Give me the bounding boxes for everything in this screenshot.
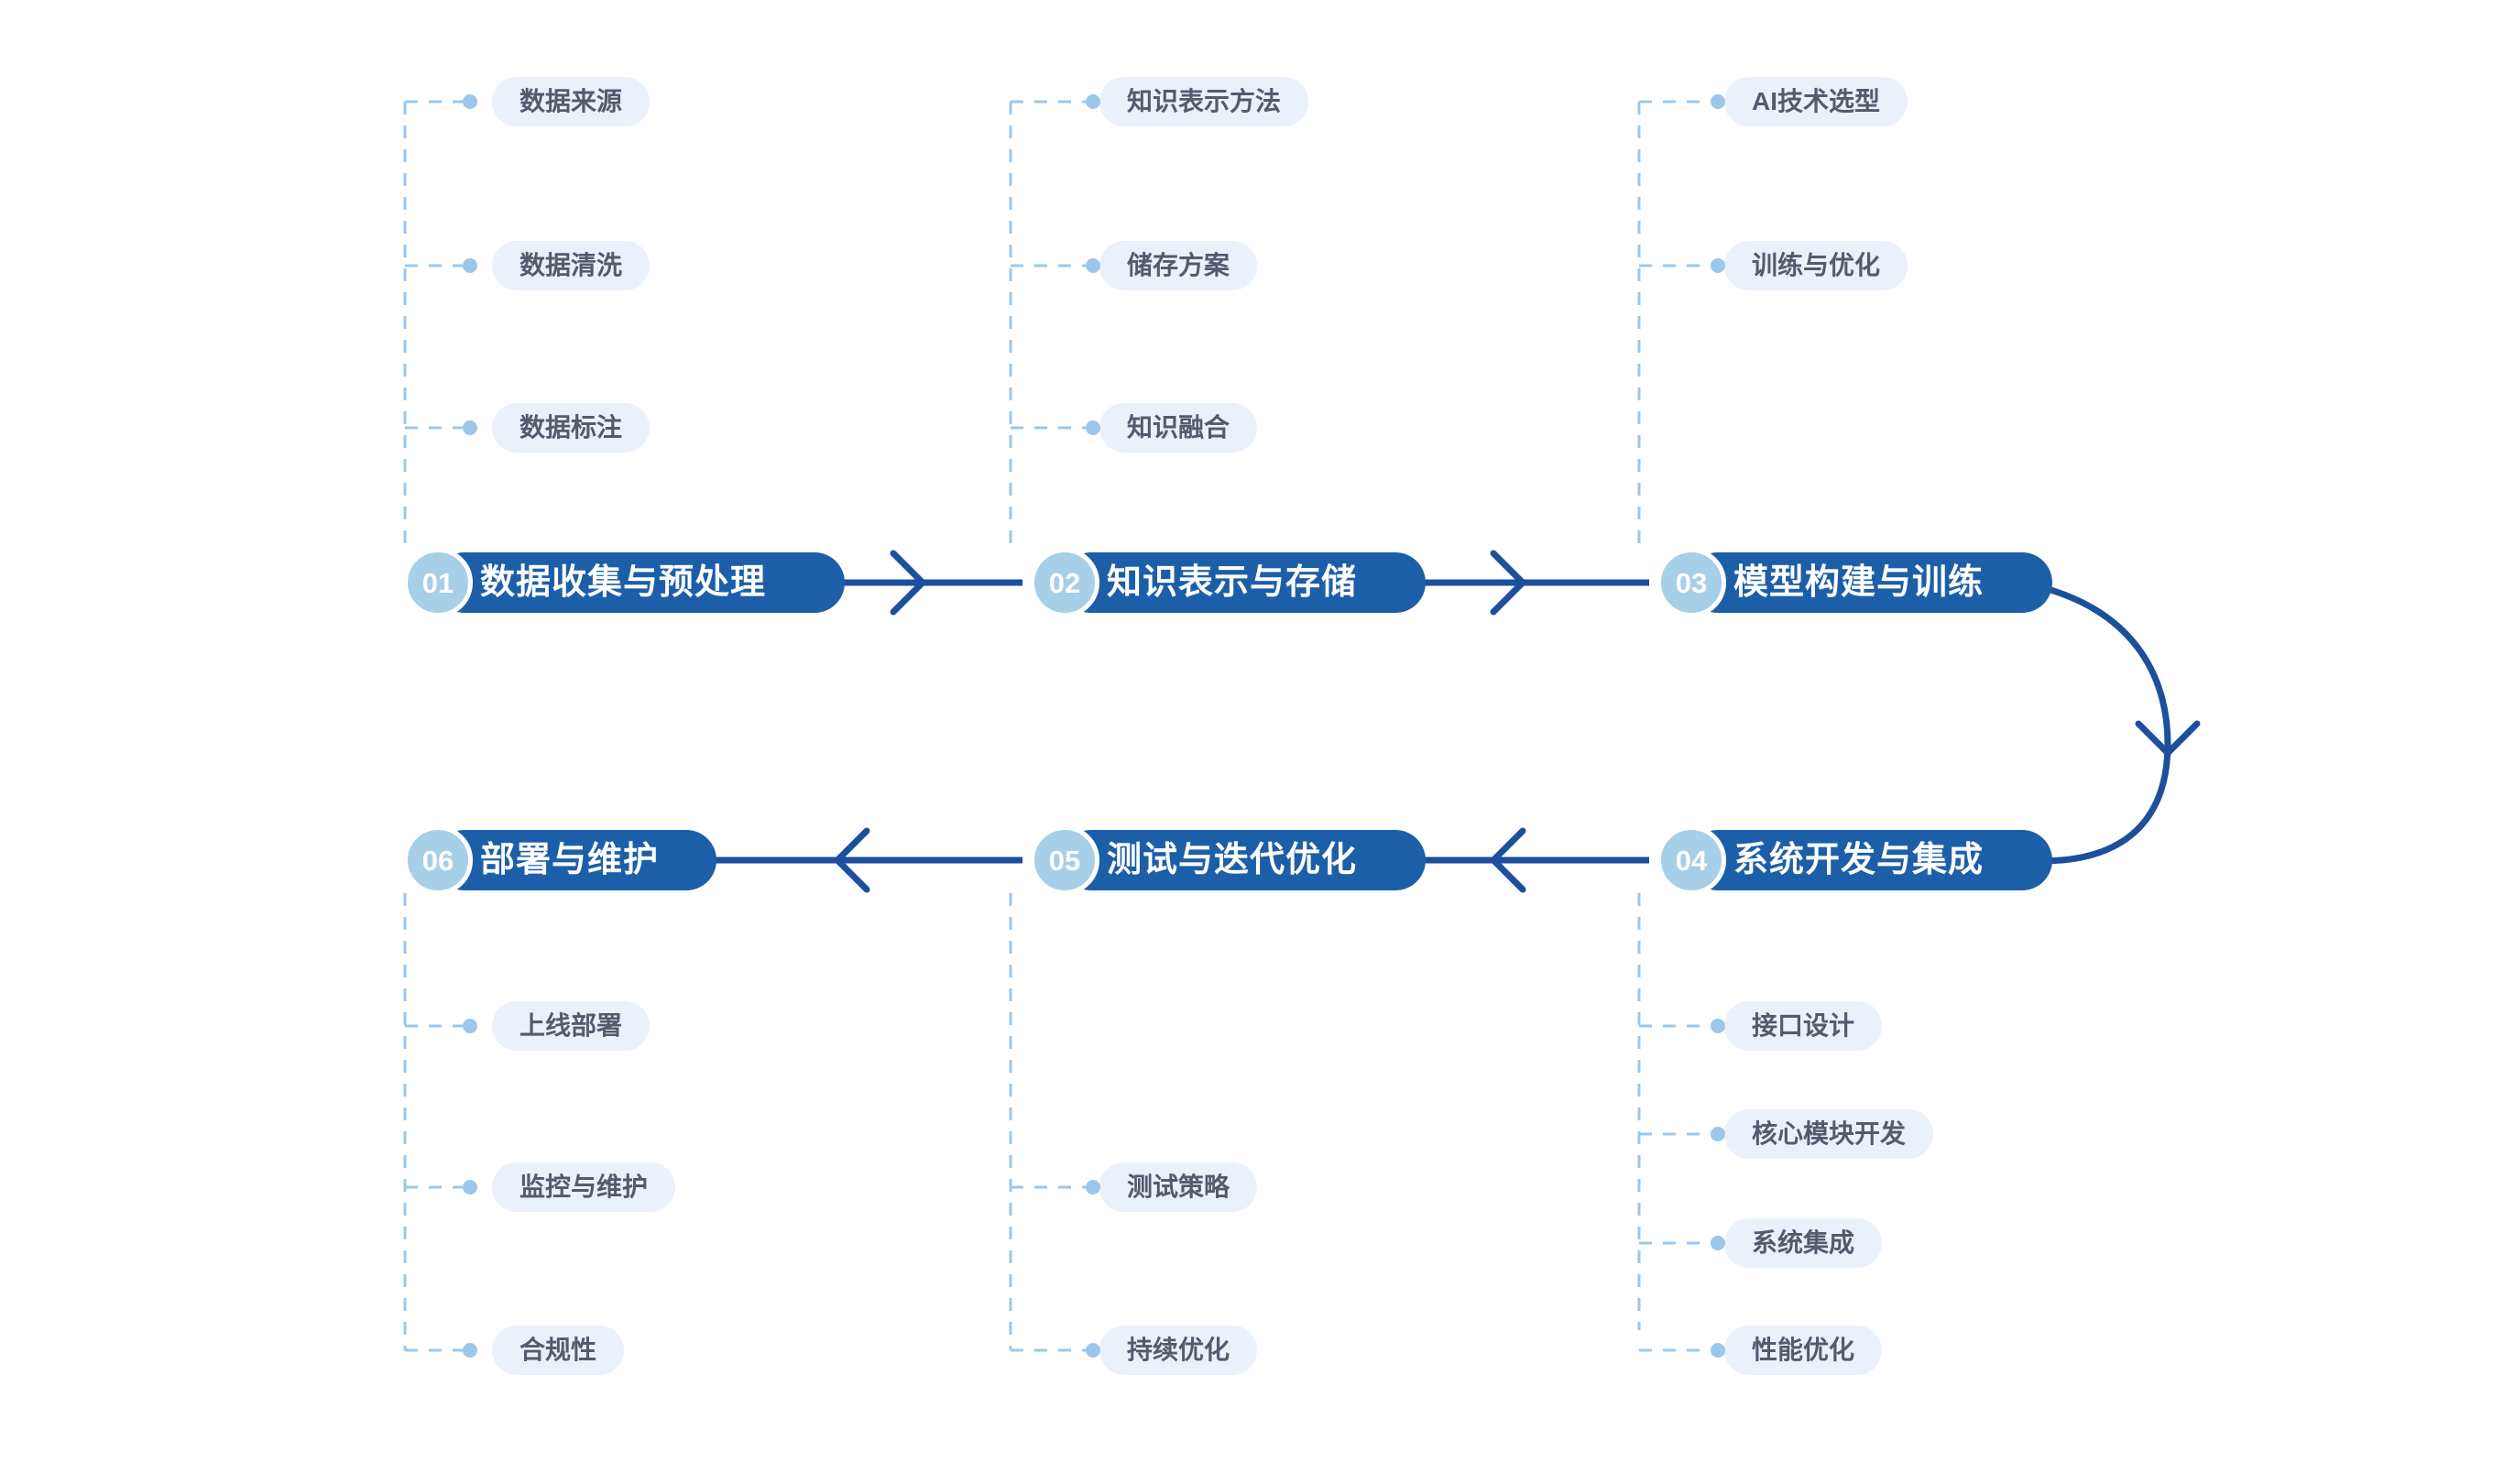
branch-lines-stage-02 bbox=[1009, 100, 1095, 550]
sub-item-label: 上线部署 bbox=[519, 1011, 623, 1040]
arrow-02-to-03 bbox=[1400, 550, 1649, 616]
branch-lines-stage-06 bbox=[403, 893, 472, 1352]
sub-item-02-0[interactable]: 知识表示方法 bbox=[1099, 77, 1309, 126]
stage-bar-04[interactable]: 系统开发与集成 bbox=[1688, 830, 2052, 890]
stage-number-06: 06 bbox=[421, 844, 454, 877]
sub-item-04-1[interactable]: 核心模块开发 bbox=[1724, 1109, 1934, 1159]
sub-dot-03-1 bbox=[1711, 258, 1725, 273]
sub-dot-02-1 bbox=[1086, 258, 1100, 273]
branch-lines-stage-01 bbox=[403, 100, 472, 550]
stage-bar-01[interactable]: 数据收集与预处理 bbox=[434, 552, 845, 613]
sub-dot-02-0 bbox=[1086, 94, 1100, 109]
sub-item-label: 合规性 bbox=[519, 1336, 597, 1364]
sub-item-03-1[interactable]: 训练与优化 bbox=[1724, 241, 1908, 290]
sub-item-label: 性能优化 bbox=[1752, 1336, 1855, 1364]
stage-label-06: 部署与维护 bbox=[480, 841, 660, 879]
arrow-03-to-04 bbox=[2017, 579, 2201, 865]
sub-dot-01-0 bbox=[463, 94, 477, 109]
branch-lines-stage-05 bbox=[1009, 893, 1095, 1352]
sub-item-06-1[interactable]: 监控与维护 bbox=[492, 1162, 676, 1212]
sub-item-label: 测试策略 bbox=[1127, 1173, 1230, 1201]
sub-item-05-0[interactable]: 测试策略 bbox=[1099, 1162, 1258, 1212]
sub-item-05-1[interactable]: 持续优化 bbox=[1099, 1326, 1258, 1375]
stage-bar-02[interactable]: 知识表示与存储 bbox=[1061, 552, 1426, 613]
arrow-04-to-05 bbox=[1400, 827, 1649, 893]
sub-dot-05-0 bbox=[1086, 1180, 1100, 1195]
sub-item-label: 接口设计 bbox=[1752, 1011, 1855, 1040]
stage-bar-03[interactable]: 模型构建与训练 bbox=[1688, 552, 2052, 613]
sub-item-label: 数据标注 bbox=[519, 413, 623, 442]
branch-lines-stage-03 bbox=[1637, 100, 1720, 550]
sub-item-04-0[interactable]: 接口设计 bbox=[1724, 1001, 1883, 1051]
sub-dot-01-1 bbox=[463, 258, 477, 273]
sub-item-04-2[interactable]: 系统集成 bbox=[1724, 1218, 1883, 1268]
stage-number-04: 04 bbox=[1675, 844, 1708, 877]
sub-item-label: 训练与优化 bbox=[1752, 251, 1881, 279]
sub-item-label: AI技术选型 bbox=[1752, 87, 1881, 115]
sub-item-06-0[interactable]: 上线部署 bbox=[492, 1001, 651, 1051]
stage-number-03: 03 bbox=[1675, 566, 1708, 599]
sub-dot-01-2 bbox=[463, 420, 477, 435]
sub-item-label: 系统集成 bbox=[1752, 1228, 1855, 1257]
sub-item-04-3[interactable]: 性能优化 bbox=[1724, 1326, 1883, 1375]
sub-item-03-0[interactable]: AI技术选型 bbox=[1724, 77, 1908, 126]
sub-dot-06-1 bbox=[463, 1180, 477, 1195]
sub-item-06-2[interactable]: 合规性 bbox=[492, 1326, 625, 1375]
stage-label-05: 测试与迭代优化 bbox=[1107, 841, 1358, 879]
sub-item-label: 数据清洗 bbox=[519, 251, 623, 279]
sub-dot-04-2 bbox=[1711, 1236, 1725, 1250]
sub-item-01-1[interactable]: 数据清洗 bbox=[492, 241, 651, 290]
sub-dot-06-0 bbox=[463, 1019, 477, 1033]
sub-dot-04-3 bbox=[1711, 1343, 1725, 1358]
sub-dot-03-0 bbox=[1711, 94, 1725, 109]
stage-number-05: 05 bbox=[1048, 844, 1081, 877]
sub-item-label: 数据来源 bbox=[519, 87, 623, 115]
sub-dot-04-1 bbox=[1711, 1127, 1725, 1141]
stage-number-01: 01 bbox=[421, 566, 454, 599]
arrow-01-to-02 bbox=[818, 550, 1022, 616]
stage-bar-05[interactable]: 测试与迭代优化 bbox=[1061, 830, 1426, 890]
stage-badge-04: 04 bbox=[1657, 825, 1726, 895]
stage-badge-02: 02 bbox=[1030, 548, 1099, 617]
sub-dot-04-0 bbox=[1711, 1019, 1725, 1033]
stage-label-03: 模型构建与训练 bbox=[1733, 563, 1985, 602]
stage-badge-05: 05 bbox=[1030, 825, 1099, 895]
sub-dot-05-1 bbox=[1086, 1343, 1100, 1358]
stage-badge-01: 01 bbox=[403, 548, 473, 617]
stage-badge-06: 06 bbox=[403, 825, 473, 895]
stage-number-02: 02 bbox=[1048, 566, 1081, 599]
sub-item-label: 知识融合 bbox=[1127, 413, 1230, 442]
sub-item-label: 储存方案 bbox=[1127, 251, 1230, 279]
stage-badge-03: 03 bbox=[1657, 548, 1726, 617]
sub-item-01-2[interactable]: 数据标注 bbox=[492, 403, 651, 453]
sub-item-02-1[interactable]: 储存方案 bbox=[1099, 241, 1258, 290]
sub-dot-06-2 bbox=[463, 1343, 477, 1358]
stage-label-04: 系统开发与集成 bbox=[1733, 841, 1985, 879]
sub-dot-02-2 bbox=[1086, 420, 1100, 435]
arrow-05-to-06 bbox=[689, 827, 1022, 893]
sub-item-label: 监控与维护 bbox=[519, 1173, 649, 1201]
sub-item-label: 核心模块开发 bbox=[1752, 1119, 1907, 1148]
sub-item-label: 持续优化 bbox=[1127, 1336, 1230, 1364]
sub-item-label: 知识表示方法 bbox=[1127, 87, 1282, 115]
branch-lines-stage-04 bbox=[1637, 893, 1720, 1352]
sub-item-02-2[interactable]: 知识融合 bbox=[1099, 403, 1258, 453]
stage-bar-06[interactable]: 部署与维护 bbox=[434, 830, 716, 890]
stage-label-01: 数据收集与预处理 bbox=[480, 563, 767, 602]
sub-item-01-0[interactable]: 数据来源 bbox=[492, 77, 651, 126]
stage-label-02: 知识表示与存储 bbox=[1107, 563, 1358, 602]
